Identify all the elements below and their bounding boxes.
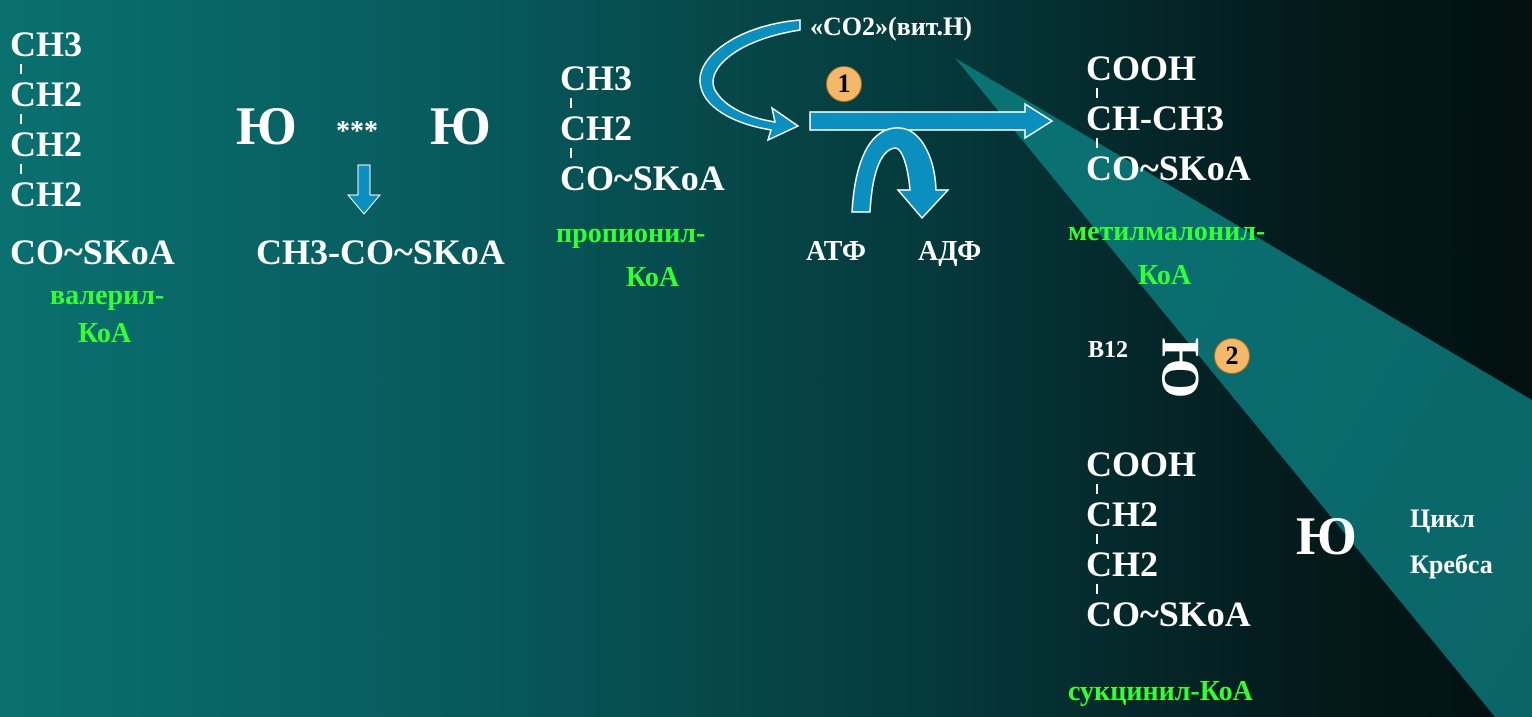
atp-adp-curved-arrow-icon — [851, 127, 950, 220]
formula-line: CO~SKoA — [10, 232, 175, 272]
compound-name: метилмалонил- — [1068, 216, 1266, 247]
bond-line — [20, 64, 22, 74]
compound-name: КоА — [1138, 260, 1192, 291]
bond-line — [1096, 584, 1098, 594]
atp-label: АТФ — [806, 236, 866, 267]
compound-name: сукцинил-КоА — [1068, 676, 1253, 707]
repeat-stars: *** — [336, 116, 378, 147]
reaction-arrow-glyph: Ю — [1296, 506, 1357, 566]
formula-line: CH3 — [560, 58, 632, 98]
bond-line — [570, 98, 572, 108]
bond-line — [20, 114, 22, 124]
adp-label: АДФ — [918, 236, 982, 267]
formula-line: CO~SKoA — [560, 158, 725, 198]
formula-line: CH2 — [10, 174, 82, 214]
bond-line — [570, 148, 572, 158]
main-right-arrow-icon — [809, 102, 1054, 140]
formula-line: CH2 — [10, 74, 82, 114]
compound-name: КоА — [78, 318, 132, 349]
compound-name: КоА — [626, 262, 680, 293]
formula-line: CH3 — [10, 24, 82, 64]
bond-line — [1096, 88, 1098, 98]
formula-line: CH2 — [10, 124, 82, 164]
co2-curved-arrow-icon — [699, 19, 801, 142]
formula-line: CH2 — [1086, 494, 1158, 534]
bond-line — [1096, 484, 1098, 494]
compound-name: пропионил- — [556, 218, 706, 249]
bond-line — [20, 164, 22, 174]
reaction-arrow-glyph: Ю — [430, 96, 491, 156]
formula-line: CO~SKoA — [1086, 594, 1251, 634]
formula-line: CH2 — [560, 108, 632, 148]
krebs-cycle-label: Кребса — [1410, 550, 1493, 579]
step-badge-2: 2 — [1214, 338, 1250, 374]
reaction-arrow-glyph-down: Ю — [1150, 337, 1211, 399]
krebs-cycle-label: Цикл — [1410, 504, 1475, 533]
formula-line: CH-CH3 — [1086, 98, 1224, 138]
down-arrow-icon — [346, 164, 382, 215]
reaction-arrow-glyph: Ю — [236, 96, 297, 156]
formula-line: COOH — [1086, 444, 1197, 484]
bond-line — [1096, 534, 1098, 544]
b12-cofactor-label: B12 — [1088, 337, 1129, 363]
co2-biotin-label: «CO2»(вит.Н) — [810, 12, 972, 41]
step-badge-1: 1 — [826, 66, 862, 102]
formula-line: CH2 — [1086, 544, 1158, 584]
formula-line: COOH — [1086, 48, 1197, 88]
compound-name: валерил- — [50, 280, 165, 311]
bond-line — [1096, 138, 1098, 148]
formula-line: CO~SKoA — [1086, 148, 1251, 188]
acetyl-coa-formula: CH3-CO~SKoA — [256, 232, 505, 272]
